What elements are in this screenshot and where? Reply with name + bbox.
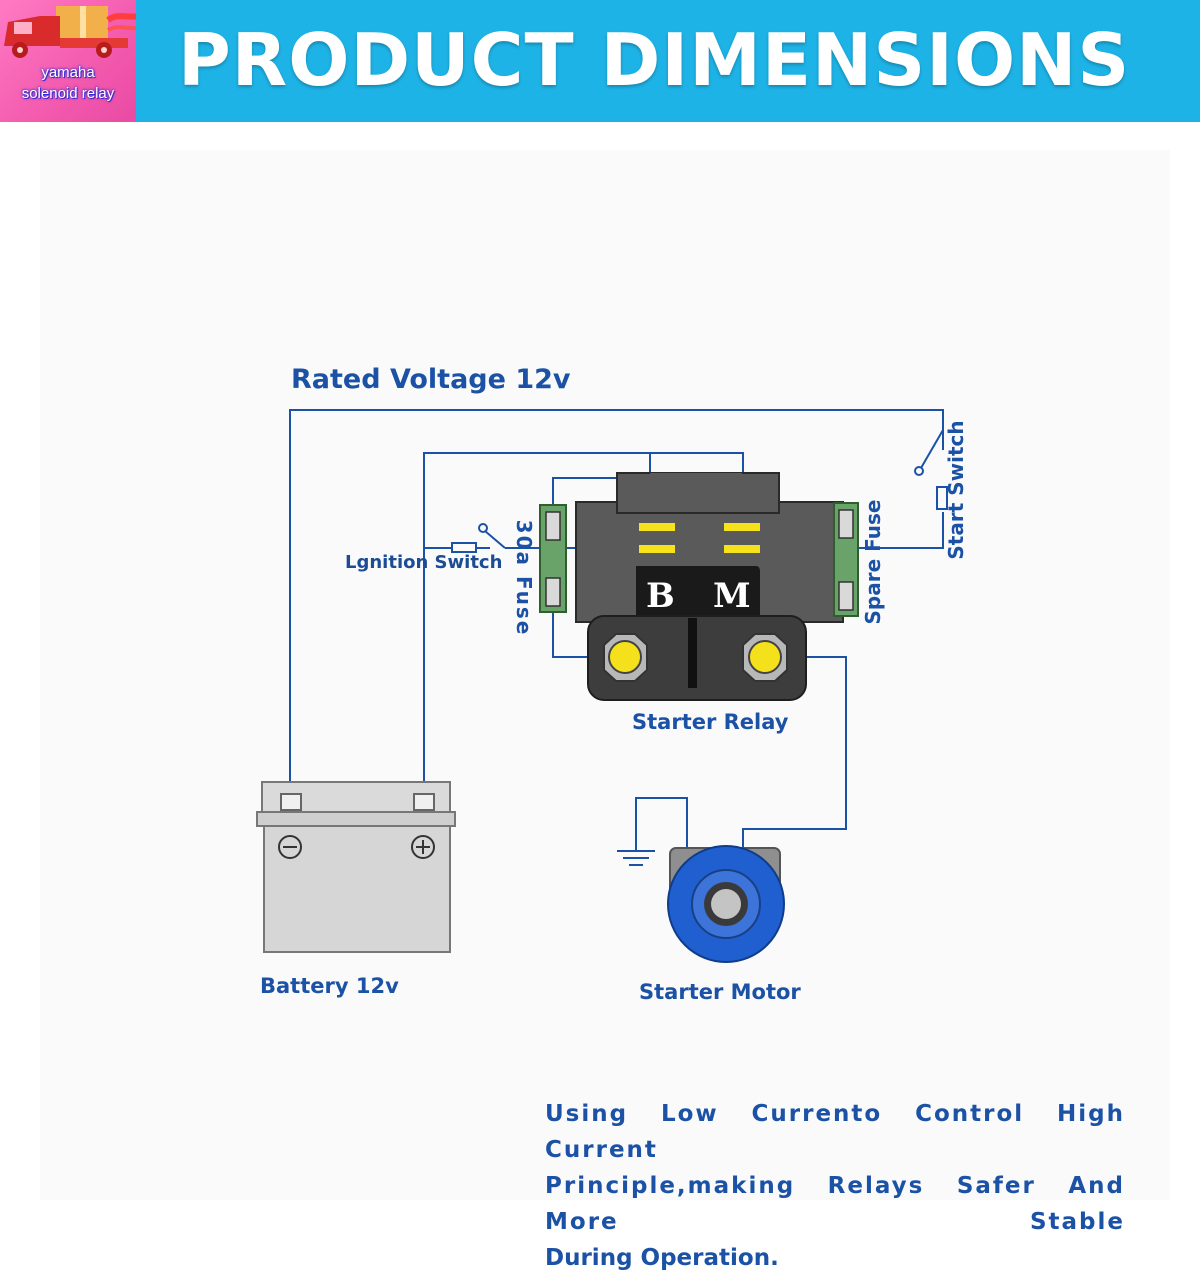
terminal-b-bolt — [603, 633, 648, 682]
header-banner: yamaha solenoid relay PRODUCT DIMENSIONS — [0, 0, 1200, 122]
relay-terminal-b-label: B — [646, 576, 675, 616]
description-line-1: Using Low Currento Control High Current — [545, 1101, 1125, 1163]
brand-logo: yamaha solenoid relay — [0, 0, 136, 122]
page-title: PRODUCT DIMENSIONS — [178, 18, 1131, 102]
relay-pin — [639, 523, 675, 531]
battery-label: Battery 12v — [260, 974, 399, 998]
ignition-switch-label: Lgnition Switch — [345, 552, 503, 573]
starter-relay-label: Starter Relay — [632, 710, 789, 734]
rated-voltage-label: Rated Voltage 12v — [291, 364, 571, 395]
starter-motor-label: Starter Motor — [639, 980, 801, 1004]
logo-text-line1: yamaha — [41, 64, 95, 81]
relay-pin — [724, 545, 760, 553]
logo-text-line2: solenoid relay — [21, 85, 115, 102]
wiring-diagram — [256, 409, 948, 963]
description-line-2: Principle,making Relays Safer And More S… — [545, 1173, 1125, 1235]
spare-fuse-label: Spare Fuse — [861, 499, 885, 625]
terminal-m-bolt — [742, 633, 788, 682]
wire-motor-ground — [635, 797, 688, 850]
relay-pin — [639, 545, 675, 553]
minus-terminal-icon — [278, 835, 302, 859]
plus-terminal-icon — [411, 835, 435, 859]
fuse-30a-label: 30a Fuse — [512, 519, 536, 637]
description-line-3: During Operation. — [545, 1245, 779, 1271]
fuse-30a — [539, 504, 567, 613]
delivery-truck-icon — [4, 6, 136, 58]
ground-icon — [617, 838, 655, 866]
start-switch-icon — [914, 429, 948, 510]
ignition-switch-icon — [451, 523, 506, 553]
starter-relay-body — [575, 472, 844, 701]
wire-m-to-motor — [742, 656, 847, 850]
relay-terminal-m-label: M — [713, 576, 751, 616]
spare-fuse — [833, 502, 859, 617]
principle-description: Using Low Currento Control High Current … — [545, 1096, 1125, 1276]
starter-motor — [667, 845, 785, 963]
relay-pin — [724, 523, 760, 531]
battery — [256, 781, 456, 953]
start-switch-label: Start Switch — [944, 420, 968, 560]
